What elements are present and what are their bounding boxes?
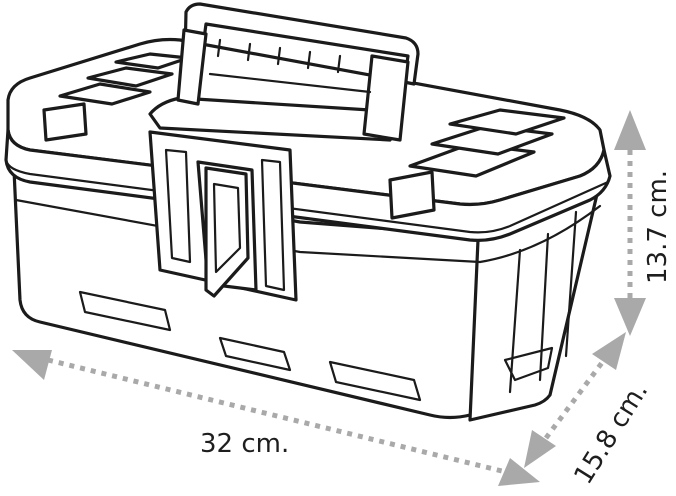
- handle-grip-bottom: [208, 72, 372, 94]
- latch-buckle-slot: [212, 182, 242, 274]
- compartment-left-2: [86, 66, 174, 88]
- hinge-tab-right: [388, 170, 436, 220]
- hinge-tab-left: [42, 102, 88, 142]
- front-latch[interactable]: [148, 130, 298, 302]
- lid-hinge-tabs: [42, 102, 436, 220]
- lid-seam-line: [4, 158, 610, 234]
- dimension-width: 32 cm.: [12, 350, 540, 486]
- base-side-rib-1: [508, 248, 522, 394]
- compartment-right-3: [448, 108, 566, 136]
- width-arrow-right: [498, 458, 540, 486]
- compartment-left-1: [58, 82, 152, 106]
- handle-grip-ridges: [216, 38, 342, 74]
- dimension-height: 13.7 cm.: [614, 110, 673, 336]
- height-arrow-bottom: [614, 298, 646, 336]
- width-dimension-line: [47, 357, 507, 475]
- handle-left-post: [176, 28, 208, 106]
- depth-arrow-bottom: [524, 430, 556, 468]
- base-rim-line: [14, 198, 602, 264]
- width-label: 32 cm.: [200, 429, 289, 459]
- width-arrow-left: [12, 350, 52, 380]
- lid-front-lip: [4, 128, 612, 242]
- handle-right-post: [362, 54, 410, 142]
- base-foot-recess-left: [78, 290, 172, 332]
- depth-dimension-line: [543, 358, 607, 440]
- base-side-rib-3: [564, 210, 578, 358]
- latch-housing-inner: [164, 148, 286, 292]
- depth-arrow-top: [592, 332, 626, 370]
- base-foot-recess-center: [218, 336, 292, 372]
- base-side-rib-2: [538, 232, 550, 382]
- base-foot-recess-right: [328, 360, 422, 402]
- height-arrow-top: [614, 110, 646, 150]
- lid-compartments: [58, 52, 566, 178]
- height-label: 13.7 cm.: [643, 170, 673, 284]
- carry-handle[interactable]: [176, 2, 420, 142]
